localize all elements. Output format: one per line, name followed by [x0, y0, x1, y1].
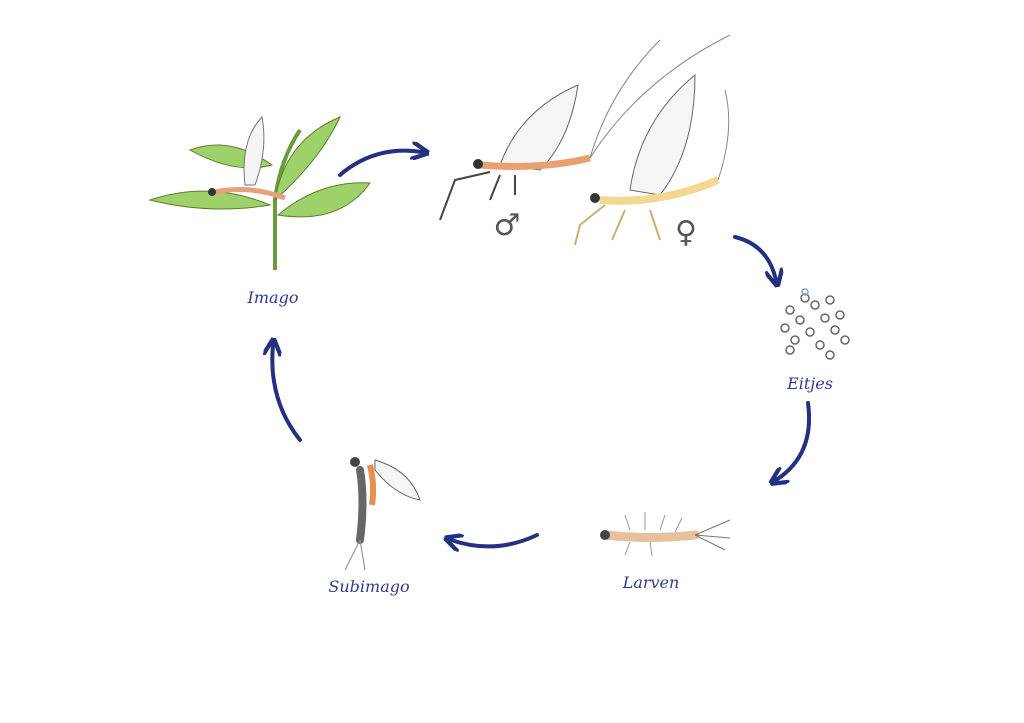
- arrow-imago-to-adults: [338, 151, 422, 177]
- female-symbol: ♀: [675, 215, 697, 250]
- subimago-illustration: [344, 457, 421, 571]
- arrow-adults-to-eggs: [733, 235, 776, 280]
- arrow-larvae-to-subimago: [451, 535, 539, 546]
- eggs-illustration: [780, 288, 850, 360]
- imago-on-plant-illustration: [148, 115, 371, 270]
- label-larven: Larven: [622, 573, 680, 592]
- larva-illustration: [600, 512, 731, 557]
- female-mayfly-illustration: [574, 73, 730, 246]
- label-eitjes: Eitjes: [787, 374, 833, 393]
- arrow-eggs-to-larvae: [776, 401, 811, 480]
- label-subimago: Subimago: [328, 577, 410, 596]
- male-symbol: ♂: [493, 208, 521, 243]
- label-imago: Imago: [247, 288, 299, 307]
- arrow-subimago-to-imago: [272, 345, 302, 442]
- male-mayfly-illustration: [439, 34, 731, 221]
